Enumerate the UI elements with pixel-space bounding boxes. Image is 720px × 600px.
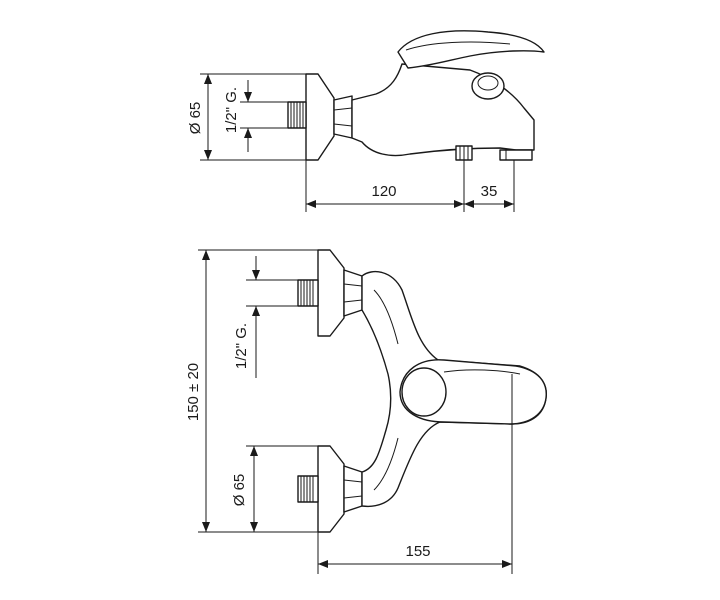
side-diverter-knob <box>471 72 505 100</box>
top-upper-flange <box>317 249 345 337</box>
side-dim-120-label: 120 <box>371 183 396 200</box>
side-dim-35-label: 35 <box>481 183 498 200</box>
side-lever-handle <box>397 30 545 69</box>
side-view-faucet <box>287 30 545 161</box>
top-view-faucet <box>297 249 547 533</box>
side-mixer-body <box>351 63 535 157</box>
side-hex-nut <box>333 95 353 139</box>
side-diameter-label: Ø 65 <box>187 102 204 135</box>
side-view-dimensions <box>200 73 515 212</box>
side-thread-label: 1/2" G. <box>223 87 240 133</box>
top-cartridge-cap <box>401 367 447 417</box>
top-view-dimensions <box>198 249 513 574</box>
top-lower-nut <box>343 465 363 513</box>
side-wall-flange <box>305 73 335 161</box>
top-lower-flange <box>317 445 345 533</box>
side-spout-outlet <box>499 149 533 161</box>
top-thread-label: 1/2" G. <box>233 323 250 369</box>
top-height-label: 150 ± 20 <box>185 363 202 421</box>
top-width-label: 155 <box>405 543 430 560</box>
top-upper-nut <box>343 269 363 317</box>
top-diameter-label: Ø 65 <box>231 474 248 507</box>
